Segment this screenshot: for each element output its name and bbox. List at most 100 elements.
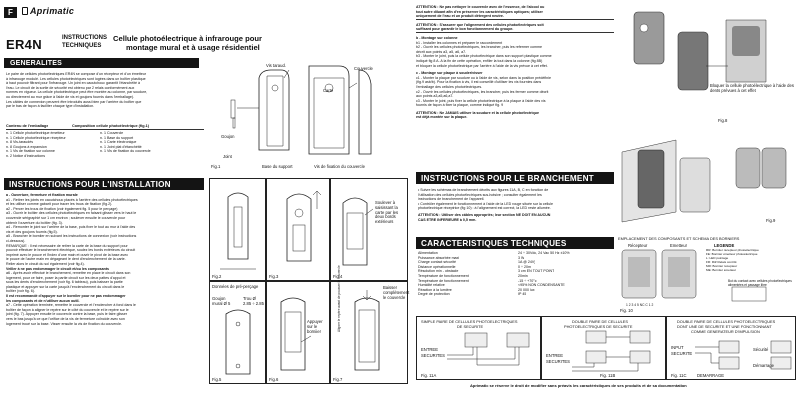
fig11b-label: Fig. 11B: [600, 373, 616, 378]
generalites-line: Les câbles de connexion peuvent être int…: [6, 99, 142, 104]
fig1-callout-couvercle: Couvercle: [354, 66, 373, 71]
fig7-note: Baisser complètement le couvercle: [383, 285, 410, 300]
montage-plaque-line: c - Montage sur plaque à souder/visser: [416, 71, 483, 76]
installation-line: ci-dessous).: [6, 238, 26, 243]
generalites-line: Le paire de cellules photoélectriques ER…: [6, 72, 147, 76]
contents-right-item: n. 1 Couvercle: [100, 131, 124, 135]
fig4-drawing: [342, 197, 374, 266]
attention-1-line: tout autre diluant afin d'en préserver l…: [416, 9, 543, 14]
montage-colonne-line: b3 - Monter le joint, puis la cellule ph…: [416, 54, 552, 59]
installation-line: boîtier (voir fig. 6).: [6, 289, 35, 294]
legend-item: ME: Borniier émetteur: [706, 268, 737, 272]
installation-line: a2 - Percer les trous de fixation (voir …: [6, 206, 118, 211]
attention-2-line: ATTENTION : S'assurer que l'alignement d…: [416, 22, 544, 27]
fig11b-in1: ENTREE: [546, 353, 563, 358]
installation-line: obtenir l'ouverture du boîtier (fig. 3).: [6, 220, 63, 225]
fig5-label: Fig.5: [212, 377, 222, 382]
spec-key: Alimentation: [418, 251, 438, 255]
fig11a-in2: SECURITES: [421, 353, 445, 358]
contents-left-item: n. 8 Vis-taraudés: [6, 140, 34, 145]
montage-colonne-line: décrit aux points a3, a5, a6, a7.: [416, 49, 467, 54]
montage-colonne-line: indiqué fig 8 A. A la fin de cette opéra…: [416, 58, 543, 63]
installation-line: a7 - Cette opération terminée, remettre …: [6, 303, 136, 308]
fig5-goujon: Goujon mural Ø 5: [212, 296, 231, 306]
installation-line: vers le bas jusqu'à ce que l'orifice de …: [6, 317, 125, 322]
fig11c-dem: Démarrage: [753, 363, 774, 368]
spec-key: Distance opérationnelle: [418, 264, 456, 269]
installation-line: couvercle sérigraphié sur 1 cm environ ;…: [6, 215, 126, 220]
figure-5: Données de pré-perçage Goujon mural Ø 5 …: [209, 281, 266, 384]
contents-right-item: n. 1 Joint plat d'étanchéité: [100, 144, 142, 149]
legend-item: RR: Borniier récepteur photoélectrique: [706, 249, 759, 252]
brand-logo-mark: [22, 7, 28, 15]
spec-row: Température de fonctionnement-15 ÷ +70°c: [418, 279, 614, 284]
fig11a-drawing: [447, 332, 530, 366]
legend-title: LEGENDE: [714, 243, 735, 248]
attention-3-line: ATTENTION : Ne JAMAIS utiliser la soudur…: [416, 110, 539, 115]
fig10-label: Fig. 10: [620, 308, 633, 313]
fig11c-in2: SECURITE: [671, 351, 693, 356]
generalites-body: Le paire de cellules photoélectriques ER…: [6, 72, 202, 109]
fig11a-in1: ENTREE: [421, 347, 438, 352]
installation-heading: INSTRUCTIONS POUR L'INSTALLATION: [4, 178, 204, 190]
schema-bornes: 1 2 3 4 5 NC C 1 2: [626, 303, 654, 307]
fig11a-title2: DE SECURITE: [457, 324, 484, 329]
generalites-line: ou directement au mur grâce à l'aide de …: [6, 94, 135, 99]
fig11c-title3: COMME GENERATEUR D'IMPULSION: [691, 329, 760, 334]
spec-value: 20min: [518, 273, 528, 278]
contents-head-left: Contenu de l'emballage: [6, 124, 49, 128]
branchement-line: l'utilisation des cellules photoélectriq…: [418, 192, 542, 197]
model-name: ER4N: [6, 37, 42, 52]
contents-left-item: n. 1 Cellule photoélectrique récepteur: [6, 135, 66, 140]
montage-plaque-line: (fig.9 asb/b). Pour la fixation à vis, i…: [416, 80, 542, 85]
generalites-line: à haut pouvoir filtrant pour l'infraroug…: [6, 81, 141, 86]
contents-right-item: n. 1 Carte électronique: [100, 140, 137, 145]
doc-label-bottom: TECHNIQUES: [62, 43, 102, 49]
installation-line: a - Ouverture, fermeture et fixation mur…: [6, 193, 78, 197]
figure-6: Appuyer sur le borniier Fig.6: [266, 281, 330, 384]
montage-plaque-line: c3 - Monter le joint, puis fixer la cell…: [416, 98, 546, 103]
installation-line: Relier alors le circuit du sol également…: [6, 261, 85, 266]
montage-plaque-line: c1 - Monter la plaque par soudure ou à l…: [416, 75, 551, 80]
fig11c-drawing: [695, 340, 792, 370]
installation-line: logement, pour ce faire, poser la partie…: [6, 275, 126, 280]
fig11c-sec: Sécurité: [753, 347, 769, 352]
attention-1-line: uniquement de l'eau et un produit déterg…: [416, 14, 504, 19]
fig11c-label: Fig. 11C: [671, 373, 687, 378]
spec-value: 1A @ 24V): [518, 260, 536, 265]
spec-key: Degré de protection: [418, 292, 450, 297]
branchement-line: • Suivre les schémas de branchement décr…: [418, 188, 549, 192]
montage-plaque-line: aux points a3,a5,a6,a7.: [416, 94, 454, 99]
branchement-line: instructions de branchement de l'apparei…: [418, 197, 485, 202]
schema-drawing: [621, 249, 767, 302]
contents-right-item: n. 1 Base du support: [100, 135, 134, 140]
installation-line: logement troué sur la base. Visser ensui…: [6, 321, 122, 326]
legend-item: FR: RiZ Relais contrôl.: [706, 260, 738, 264]
fig5-drawing: [225, 309, 251, 375]
installation-line: REMARQUE : Il est nécessaire de retirer …: [6, 243, 128, 248]
installation-line: a5 - Brancher le borniier en suivant les…: [6, 234, 137, 239]
fig2-label: Fig.2: [212, 274, 222, 279]
contents-left-item: n. 1 Cellule photoélectrique émetteur: [6, 131, 65, 135]
installation-line: imprimé avec le pouce et l'index d'une m…: [6, 252, 129, 257]
installation-line: Il est recommandé d'appuyer sur le borni…: [6, 294, 126, 299]
installation-line: pouvoir effectuer le branchement électri…: [6, 248, 136, 253]
fig5-title: Données de pré-perçage: [212, 284, 259, 289]
spec-value: 0 ÷ 20m: [518, 264, 531, 269]
figure-1: Vis taraud. Couvercle Goujon Carte Joint…: [209, 58, 408, 172]
schema-title: EMPLACEMENT DES COMPOSANTS ET SCHEMA DES…: [618, 236, 740, 241]
fig3-drawing: [286, 190, 322, 262]
installation-line: a1 - Retirer les joints en caoutchouc pl…: [6, 197, 138, 202]
figure-9: Fig.9: [616, 128, 794, 232]
fig11a-label: Fig. 11A: [421, 373, 437, 378]
figure-7: Aligner le repère avant de pousser le co…: [330, 265, 410, 384]
montage-colonne-line: b - Montage sur colonne: [416, 35, 458, 40]
attention-4-line: CAS ETRE INFERIEURE à 0,5 mm.: [418, 217, 477, 222]
installation-line: vis et des goujons fournis (fig.5).: [6, 229, 58, 234]
attention-1-line: ATTENTION : Ne pas nettoyer le couvercle…: [416, 5, 545, 9]
